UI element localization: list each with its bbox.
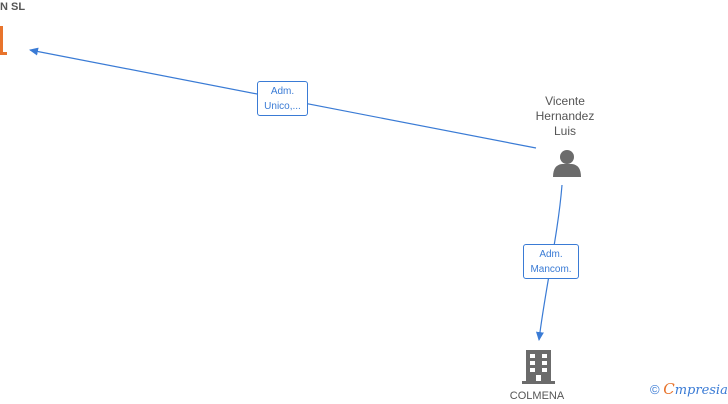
company-top-label[interactable]: N SL bbox=[0, 1, 26, 13]
company-top-icon bbox=[0, 26, 7, 55]
person-icon[interactable] bbox=[553, 150, 581, 177]
empresia-watermark: © Cmpresia bbox=[650, 380, 728, 398]
brand-initial: C bbox=[663, 380, 675, 398]
person-name[interactable]: Vicente Hernandez Luis bbox=[520, 94, 610, 139]
edge-label-line-2: Mancom. bbox=[530, 264, 572, 275]
building-icon[interactable] bbox=[522, 350, 555, 384]
edge-label-adm-mancom[interactable]: Adm. Mancom. bbox=[523, 244, 579, 279]
edge-label-line-1: Adm. bbox=[539, 249, 563, 260]
brand-rest: mpresia bbox=[674, 383, 728, 398]
edge-label-line-1: Adm. bbox=[270, 86, 295, 97]
person-name-line-2: Hernandez bbox=[535, 109, 595, 123]
edge-label-line-2: Unico,... bbox=[264, 101, 301, 112]
edge-label-adm-unico[interactable]: Adm. Unico,... bbox=[257, 81, 308, 116]
company-bottom-label[interactable]: COLMENA bbox=[509, 390, 565, 402]
person-name-line-1: Vicente bbox=[545, 94, 585, 108]
copyright-icon: © bbox=[650, 382, 660, 397]
person-name-line-3: Luis bbox=[553, 124, 576, 138]
